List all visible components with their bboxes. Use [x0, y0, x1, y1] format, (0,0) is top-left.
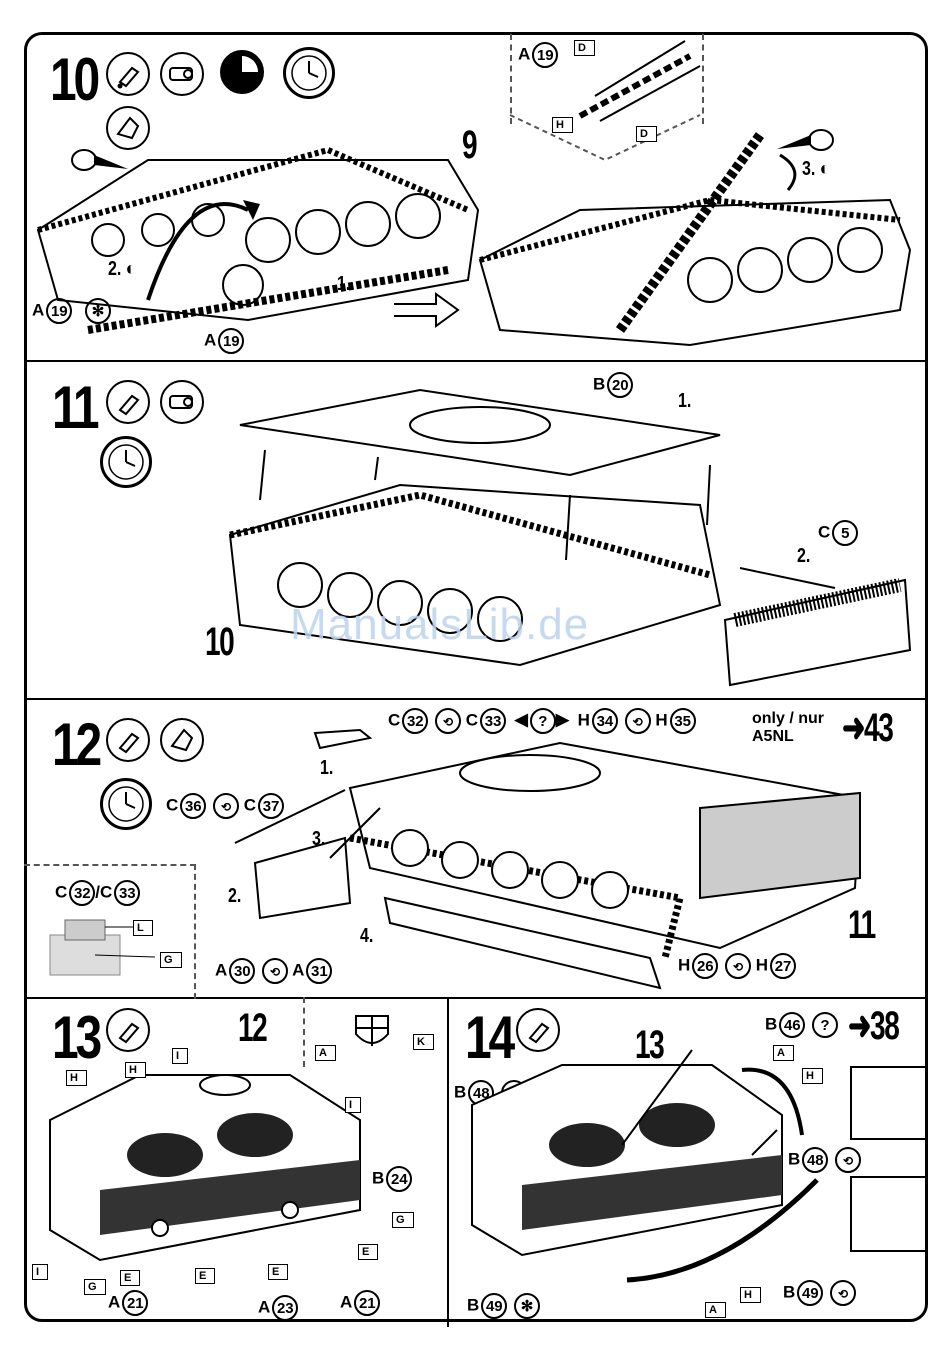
glue-icon	[106, 52, 150, 96]
flag-e-4: E	[358, 1242, 378, 1260]
question-icon: ?	[812, 1012, 838, 1038]
flag-e-2: E	[195, 1266, 215, 1284]
flag-h-top: H	[125, 1060, 146, 1078]
flag-g-right: G	[392, 1210, 414, 1228]
flag-k: K	[413, 1032, 434, 1050]
emblem-drawing	[352, 1012, 392, 1052]
divider-step10-11	[24, 360, 928, 362]
flag-i-right: I	[345, 1095, 361, 1113]
paint-icon	[160, 380, 204, 424]
glue-icon	[106, 1008, 150, 1052]
substep-1: 1.	[337, 273, 350, 296]
flag-i-bottom: I	[32, 1262, 48, 1280]
flag-i-top: I	[172, 1046, 188, 1064]
glue-icon	[106, 718, 150, 762]
detail-box-lower	[850, 1176, 928, 1252]
substep-3: 3. ◐	[802, 158, 829, 181]
flag-g: G	[160, 950, 182, 968]
paint-icon	[160, 52, 204, 96]
previous-step-ref: 10	[205, 622, 233, 662]
snowflake-icon: ✻	[514, 1293, 540, 1319]
clock-icon	[283, 47, 335, 99]
divider-step11-12	[24, 698, 928, 700]
step-number: 11	[52, 378, 96, 438]
flag-a: A	[315, 1043, 336, 1061]
step-number: 13	[52, 1008, 99, 1068]
glue-pointer	[70, 145, 130, 175]
substep-2: 2. ◐	[108, 258, 135, 281]
flag-h-left: H	[66, 1068, 87, 1086]
rear-plate-drawing	[715, 560, 915, 690]
flag-d-top: D	[574, 38, 595, 56]
drybrush-icon	[220, 50, 264, 94]
hull-rear-drawing	[40, 1060, 380, 1290]
glue-icon	[106, 380, 150, 424]
tank-hull-right	[470, 130, 920, 355]
clock-icon	[100, 436, 152, 488]
flag-e-1: E	[120, 1268, 140, 1286]
flag-e-3: E	[268, 1262, 288, 1280]
snowflake-icon: ✻	[85, 298, 111, 324]
step-number: 10	[50, 50, 97, 110]
goto-38: ➜38	[848, 1006, 898, 1046]
flag-l: L	[133, 918, 153, 936]
clock-icon	[100, 778, 152, 830]
hull-rear-drawing-14	[462, 1045, 862, 1295]
swap-icon: ⟲	[725, 953, 751, 979]
watermark: ManualsLib.de	[290, 600, 589, 650]
swap-icon: ⟲	[262, 958, 288, 984]
flag-a-bottom: A	[705, 1300, 726, 1318]
swap-icon	[160, 718, 204, 762]
hull-drawing-step12	[200, 718, 870, 993]
previous-step-ref: 11	[848, 905, 875, 945]
next-arrow	[392, 290, 462, 330]
flag-g-left: G	[84, 1277, 106, 1295]
previous-step-ref: 12	[238, 1008, 266, 1048]
glue-pointer-right	[775, 125, 835, 155]
detail-box-upper	[850, 1066, 928, 1140]
step-number: 12	[52, 715, 99, 775]
